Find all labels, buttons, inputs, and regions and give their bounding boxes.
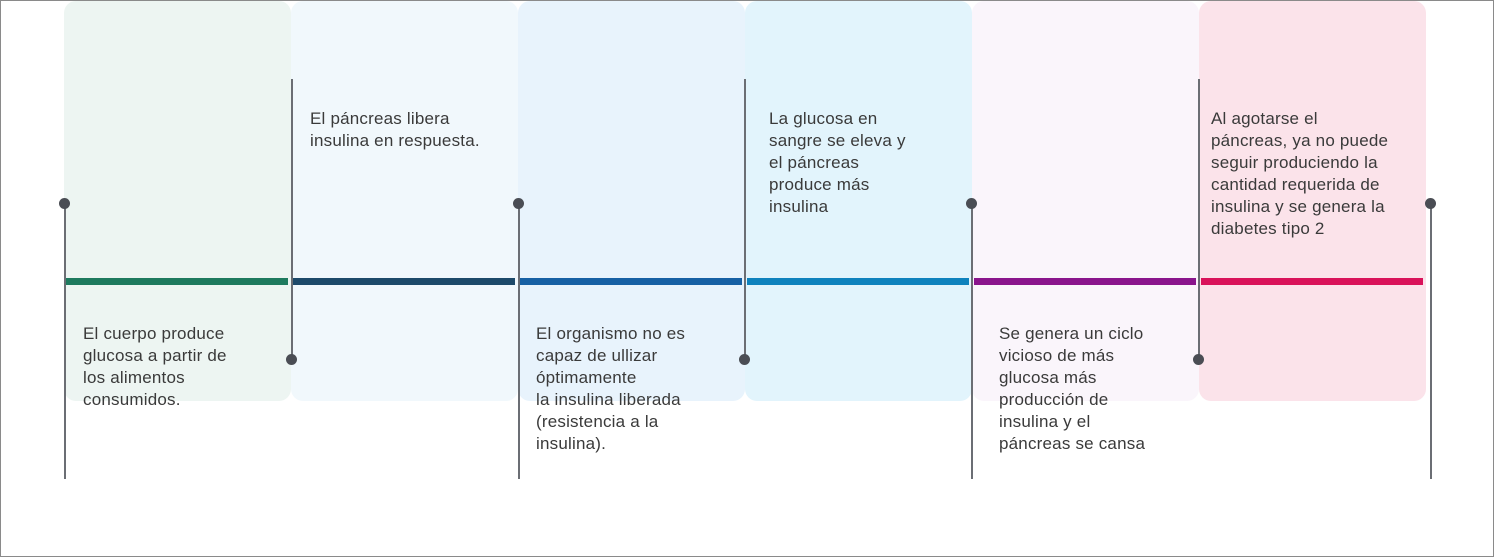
- step-2-bar: [293, 278, 515, 285]
- step-4-text: La glucosa en sangre se eleva y el páncr…: [769, 109, 906, 216]
- step-1-panel: [64, 1, 291, 401]
- step-5-text: Se genera un ciclo vicioso de más glucos…: [999, 324, 1146, 453]
- step-6-bar: [1201, 278, 1423, 285]
- step-6-text: Al agotarse el páncreas, ya no puede seg…: [1211, 109, 1389, 238]
- step-3-text: El organismo no es capaz de ullizar ópti…: [536, 324, 686, 453]
- divider-line: [1430, 203, 1432, 479]
- timeline-dot: [966, 198, 977, 209]
- divider-line: [971, 203, 973, 479]
- divider-line: [518, 203, 520, 479]
- step-1-text: El cuerpo produce glucosa a partir de lo…: [83, 324, 227, 409]
- divider-line: [64, 203, 66, 479]
- step-3-panel: [518, 1, 745, 401]
- step-4-panel: [745, 1, 972, 401]
- step-6-panel: [1199, 1, 1426, 401]
- step-2-panel: [291, 1, 518, 401]
- step-2-text: El páncreas libera insulina en respuesta…: [310, 109, 480, 150]
- timeline-dot: [739, 354, 750, 365]
- step-5-bar: [974, 278, 1196, 285]
- timeline-dot: [59, 198, 70, 209]
- timeline-dot: [286, 354, 297, 365]
- timeline-dot: [513, 198, 524, 209]
- timeline-dot: [1193, 354, 1204, 365]
- step-5-panel: [972, 1, 1199, 401]
- step-1-bar: [66, 278, 288, 285]
- divider-line: [1198, 79, 1200, 359]
- step-3-bar: [520, 278, 742, 285]
- divider-line: [744, 79, 746, 359]
- divider-line: [291, 79, 293, 359]
- timeline-dot: [1425, 198, 1436, 209]
- step-4-bar: [747, 278, 969, 285]
